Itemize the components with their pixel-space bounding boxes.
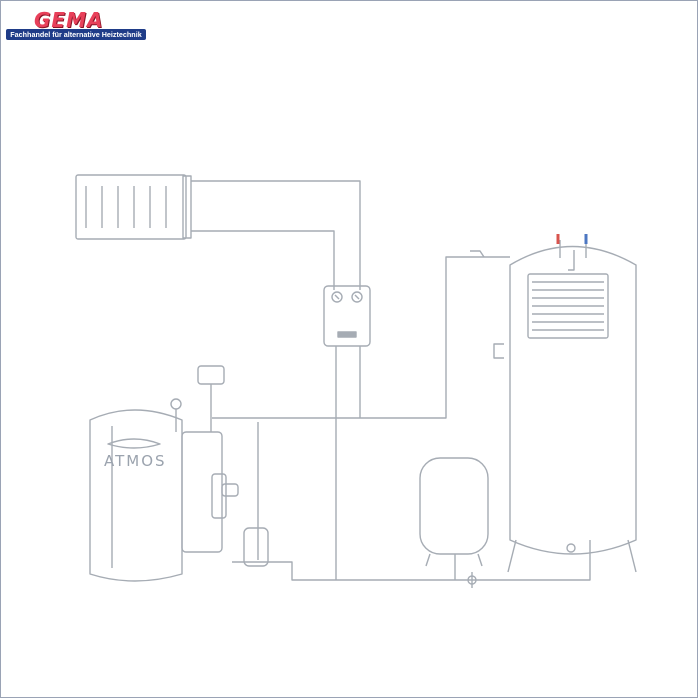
boiler-brand-label: ATMOS [104, 452, 167, 470]
radiator-icon [75, 174, 192, 240]
logo-wordmark: GEMA [34, 8, 104, 32]
expansion-vessel-icon [419, 457, 489, 580]
tank-inlet-fitting [470, 250, 485, 258]
logo-tagline: Fachhandel für alternative Heiztechnik [6, 29, 146, 40]
pump-group-icon [323, 285, 371, 347]
drain-valve-icon [467, 575, 477, 585]
radiator-pipes [191, 180, 361, 290]
return-pipe [232, 540, 591, 581]
supply-pipe [212, 256, 510, 419]
boiler-icon [89, 365, 269, 582]
buffer-tank-icon [493, 240, 637, 573]
gema-logo: GEMA Fachhandel für alternative Heiztech… [4, 4, 148, 44]
